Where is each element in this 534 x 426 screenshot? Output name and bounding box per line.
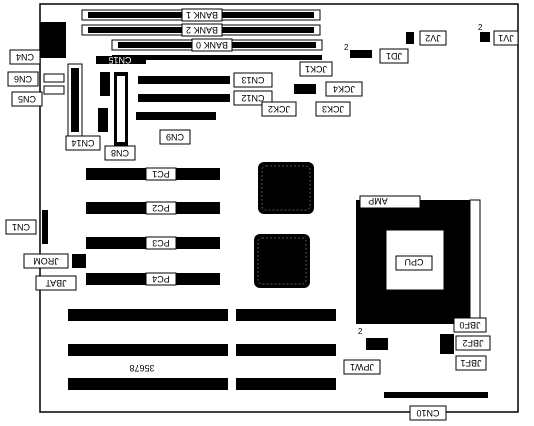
part-number: 35678 xyxy=(129,363,154,373)
pc3-label: PC3 xyxy=(152,238,170,248)
jbf-jumper-block: JBF0 JBF2 JBF1 xyxy=(440,317,491,371)
lower-slot-right-2 xyxy=(236,344,336,356)
cn9-connector: CN9 xyxy=(136,112,216,145)
cn1-label: CN1 xyxy=(12,222,30,232)
lower-slot-left-1 xyxy=(68,309,228,321)
lower-slot-right-3 xyxy=(236,378,336,390)
pc4-slot: PC4 xyxy=(86,272,220,286)
bank-extra-strip xyxy=(112,55,322,60)
chipset-chip-upper xyxy=(258,162,314,214)
cn8-connector: CN8 xyxy=(104,72,136,161)
jpw1-jumper: JPW1 2 xyxy=(343,327,388,375)
cn6-label: CN6 xyxy=(14,74,32,84)
pc2-label: PC2 xyxy=(152,203,170,213)
jck3-label: JCK3 xyxy=(322,104,344,114)
pc3-slot: PC3 xyxy=(86,236,220,250)
jv1-pin-label: 2 xyxy=(478,23,483,32)
jck4-label: JCK4 xyxy=(333,84,355,94)
cn5-label: CN5 xyxy=(18,94,36,104)
cn4-connector: CN4 xyxy=(9,22,66,65)
pc1-slot: PC1 xyxy=(86,167,220,181)
cn1-connector: CN1 xyxy=(5,210,48,244)
jv2-label: JV2 xyxy=(425,33,441,43)
jbf1-label: JBF1 xyxy=(460,358,481,368)
cn10-label: CN10 xyxy=(416,408,439,418)
jbat-label: JBAT xyxy=(45,278,67,288)
cn10-connector: CN10 xyxy=(384,392,488,421)
pc4-label: PC4 xyxy=(152,274,170,284)
lower-slot-right-1 xyxy=(236,309,336,321)
pc2-slot: PC2 xyxy=(86,201,220,215)
jck2-label: JCK2 xyxy=(268,104,290,114)
cn6-connector: CN6 xyxy=(7,71,65,87)
cn15-connector: CN15 xyxy=(96,55,146,96)
jck-jumper-block: JCK1 JCK2 JCK3 JCK4 xyxy=(261,61,363,117)
pc1-label: PC1 xyxy=(152,169,170,179)
bank1-label: BANK 1 xyxy=(186,10,218,20)
cn14-connector: CN14 xyxy=(65,63,108,151)
bank2-label: BANK 2 xyxy=(186,25,218,35)
cn4-label: CN4 xyxy=(16,52,34,62)
bank0-label: BANK 0 xyxy=(196,40,228,50)
jv1-label: JV1 xyxy=(498,33,514,43)
jrom-label: JROM xyxy=(33,256,59,266)
jpw1-label: JPW1 xyxy=(350,362,374,372)
cn9-label: CN9 xyxy=(166,132,184,142)
chipset-chip-lower xyxy=(254,234,310,288)
cpu-label: CPU xyxy=(404,257,423,267)
lower-slot-left-3 xyxy=(68,378,228,390)
jv1-jumper: JV1 2 xyxy=(478,23,519,46)
jd1-jumper: JD1 2 xyxy=(344,43,409,64)
cpu-socket: CPU AMP xyxy=(356,195,481,325)
bank2-socket: BANK 2 xyxy=(81,23,321,37)
cn8-label: CN8 xyxy=(111,148,129,158)
cn5-connector: CN5 xyxy=(11,85,65,107)
cn13-label: CN13 xyxy=(241,75,264,85)
jrom-jumper: JROM JBAT xyxy=(23,253,86,291)
jv2-jumper: JV2 xyxy=(406,30,447,46)
cn14-label: CN14 xyxy=(71,138,94,148)
jd1-label: JD1 xyxy=(386,51,402,61)
cn13-connector: CN13 xyxy=(138,72,273,88)
jd1-pin-label: 2 xyxy=(344,43,349,52)
cn12-label: CN12 xyxy=(241,93,264,103)
cn15-label: CN15 xyxy=(108,55,131,65)
lower-slot-left-2 xyxy=(68,344,228,356)
jpw1-pin-label: 2 xyxy=(358,327,363,336)
jck1-label: JCK1 xyxy=(305,64,327,74)
jbf0-label: JBF0 xyxy=(459,320,480,330)
amp-label: AMP xyxy=(368,196,388,206)
bank0-socket: BANK 0 xyxy=(111,38,323,52)
bank1-socket: BANK 1 xyxy=(81,8,321,22)
jbf2-label: JBF2 xyxy=(462,338,483,348)
